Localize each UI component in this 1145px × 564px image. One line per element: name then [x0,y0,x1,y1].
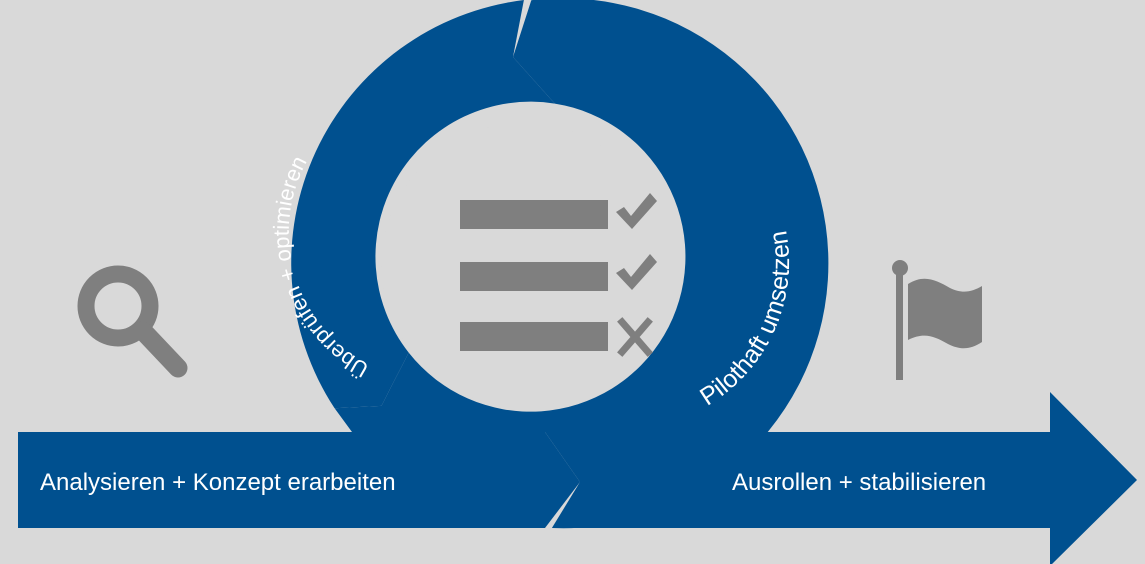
checklist-bar [460,262,608,291]
rollout-arrow [555,392,1137,564]
rollout-label: Ausrollen + stabilisieren [732,469,986,496]
analyze-arrow [18,432,580,528]
check-icon [616,254,657,290]
search-icon [77,265,188,378]
checklist-bar [460,322,608,351]
analyze-label: Analysieren + Konzept erarbeiten [40,469,396,496]
flag-icon [892,260,982,380]
checklist-icon [460,193,657,357]
review-ring-segment [291,0,555,409]
cross-icon [617,317,653,357]
pilot-ring-segment [334,0,829,529]
checklist-bar [460,200,608,229]
check-icon [616,193,657,229]
